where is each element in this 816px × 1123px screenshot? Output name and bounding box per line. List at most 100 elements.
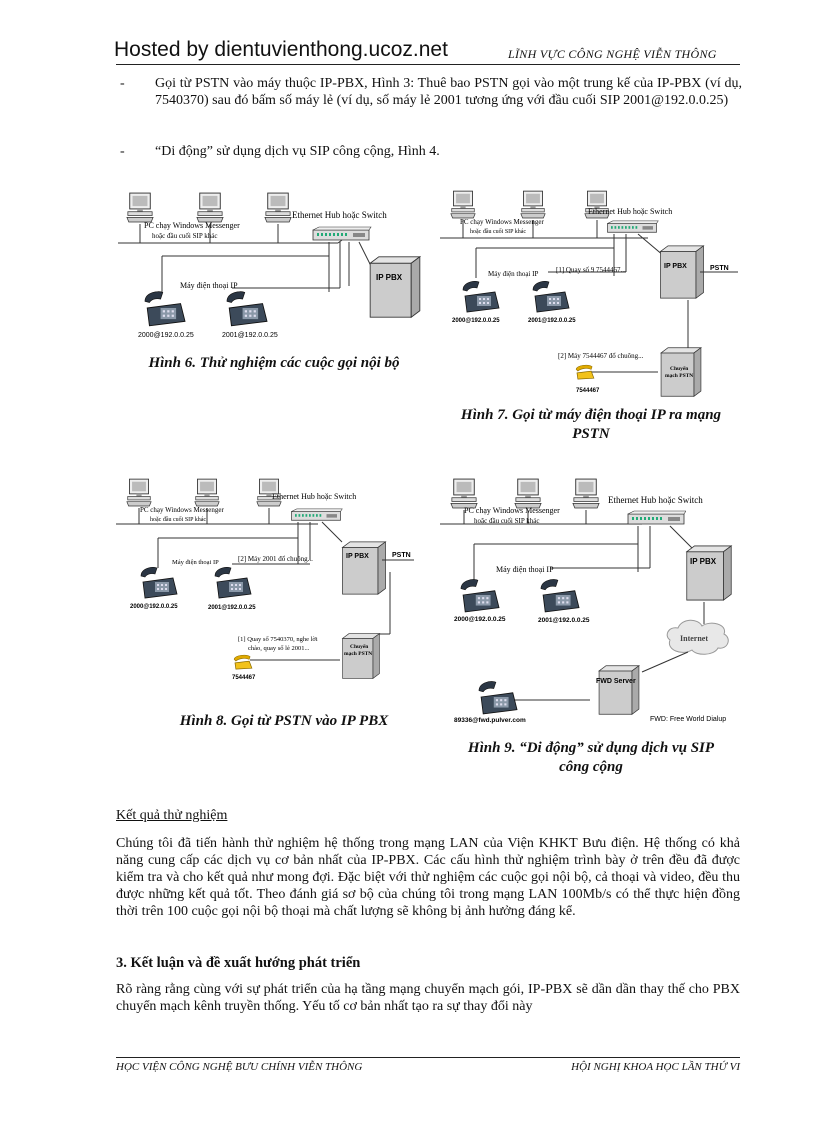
ext-label: 2000@192.0.0.25 [452, 318, 500, 324]
section-3-paragraph: Rõ ràng rằng cùng với sự phát triển của … [116, 982, 740, 1014]
ext-label: 2000@192.0.0.25 [454, 616, 506, 623]
results-heading: Kết quả thử nghiệm [116, 808, 228, 823]
ip-phone-icon [532, 280, 570, 313]
pstn-phone-icon [233, 654, 253, 670]
phone-label: Máy điện thoại IP [488, 270, 538, 278]
switch-label: Chuyển [670, 365, 688, 372]
switch-label: Chuyển [350, 643, 368, 650]
pc-sublabel: hoặc đầu cuối SIP khác [150, 516, 206, 523]
pstn-number-label: 7544467 [576, 388, 600, 394]
ip-phone-icon [226, 291, 268, 327]
pstn-label: PSTN [392, 552, 411, 559]
phone-label: Máy điện thoại IP [172, 559, 219, 566]
pc-icon [514, 478, 542, 509]
figure-9-diagram: PC chạy Windows Messenger hoặc đầu cuối … [440, 478, 732, 724]
ippbx-label: IP PBX [346, 553, 369, 560]
ext-label: 2001@192.0.0.25 [208, 605, 256, 611]
ip-phone-icon [462, 280, 500, 313]
pstn-label: PSTN [710, 265, 729, 272]
pstn-switch-icon [660, 347, 702, 397]
call-step-label: [2] Máy 2001 đổ chuông... [238, 555, 313, 563]
pc-icon [126, 478, 152, 507]
footer-right: HỘI NGHỊ KHOA HỌC LẦN THỨ VI [571, 1061, 740, 1073]
footer-left: HỌC VIỆN CÔNG NGHỆ BƯU CHÍNH VIỄN THÔNG [116, 1061, 363, 1073]
figure-8-caption: Hình 8. Gọi từ PSTN vào IP PBX [179, 713, 389, 729]
ippbx-server-icon [660, 245, 704, 299]
hub-icon [607, 220, 659, 233]
bullet-dash: - [120, 76, 125, 91]
fwd-server-label: FWD Server [596, 678, 636, 685]
ip-phone-icon [214, 566, 252, 599]
hub-label: Ethernet Hub hoặc Switch [608, 495, 703, 505]
switch-label: mạch PSTN [665, 373, 693, 379]
ext-label: 2001@192.0.0.25 [222, 332, 278, 339]
caption-line: PSTN [572, 426, 610, 442]
ext-label: 2000@192.0.0.25 [138, 332, 194, 339]
pc-sublabel: hoặc đầu cuối SIP khác [470, 228, 526, 235]
figure-6-diagram: PC chạy Windows Messenger hoặc đầu cuối … [118, 192, 421, 339]
hub-icon [291, 508, 343, 521]
hub-label: Ethernet Hub hoặc Switch [272, 492, 356, 501]
fwd-note: FWD: Free World Dialup [650, 716, 726, 723]
pc-sublabel: hoặc đầu cuối SIP khác [152, 232, 217, 240]
pc-icon [196, 192, 224, 223]
ext-label: 2001@192.0.0.25 [528, 318, 576, 324]
pstn-number-label: 7544467 [232, 675, 256, 681]
figure-7-diagram: PC chạy Windows Messenger hoặc đầu cuối … [440, 190, 738, 397]
caption-line: Hình 7. Gọi từ máy điện thoại IP ra mạng [460, 407, 722, 423]
pc-sublabel: hoặc đầu cuối SIP khác [474, 517, 539, 525]
footer-rule [116, 1057, 740, 1058]
header-site: Hosted by dientuvienthong.ucoz.net [114, 38, 448, 61]
bullet-text: “Di động” sử dụng dịch vụ SIP công cộng,… [155, 144, 440, 159]
bullet-item: - “Di động” sử dụng dịch vụ SIP công cộn… [120, 143, 742, 160]
ext-label: 2001@192.0.0.25 [538, 617, 590, 624]
fwd-user-label: 89336@fwd.pulver.com [454, 717, 526, 724]
header-rule [116, 64, 740, 65]
ip-phone-icon [140, 566, 178, 599]
figure-6-caption: Hình 6. Thử nghiệm các cuộc gọi nội bộ [148, 355, 400, 371]
phone-label: Máy điện thoại IP [180, 281, 238, 290]
bullet-text: Gọi từ PSTN vào máy thuộc IP-PBX, Hình 3… [155, 76, 742, 108]
caption-line: công cộng [559, 759, 623, 775]
call-step-label: chào, quay số lẻ 2001... [248, 645, 310, 652]
hub-label: Ethernet Hub hoặc Switch [588, 207, 672, 216]
ippbx-server-icon [342, 541, 386, 595]
section-3-heading: 3. Kết luận và đề xuất hướng phát triển [116, 955, 361, 971]
hub-icon [312, 226, 372, 241]
call-step-label: [2] Máy 7544467 đổ chuông... [558, 352, 644, 360]
ip-phone-icon [144, 291, 186, 327]
ippbx-label: IP PBX [376, 273, 403, 282]
hub-icon [627, 510, 686, 525]
internet-label: Internet [680, 634, 708, 643]
pc-icon [520, 190, 546, 219]
bullet-item: - Gọi từ PSTN vào máy thuộc IP-PBX, Hình… [120, 75, 742, 109]
fwd-server-icon [598, 665, 640, 715]
call-step-label: [1] Quay số 7540370, nghe lời [238, 636, 318, 643]
pc-label: PC chạy Windows Messenger [460, 218, 544, 226]
phone-label: Máy điện thoại IP [496, 565, 554, 574]
call-step-label: [1] Quay số 9 7544467... [556, 266, 626, 274]
caption-line: Hình 9. “Di động” sử dụng dịch vụ SIP [467, 740, 715, 756]
ippbx-server-icon [686, 545, 732, 601]
results-paragraph: Chúng tôi đã tiến hành thử nghiệm hệ thố… [116, 836, 740, 919]
pc-icon [450, 190, 476, 219]
pc-icon [126, 192, 154, 223]
ippbx-label: IP PBX [690, 557, 717, 566]
pc-icon [194, 478, 220, 507]
internet-cloud-icon [666, 619, 729, 655]
switch-label: mạch PSTN [344, 651, 372, 657]
ip-phone-icon [460, 578, 500, 613]
pc-icon [572, 478, 600, 509]
bullet-dash: - [120, 144, 125, 159]
ippbx-label: IP PBX [664, 263, 687, 270]
ip-phone-icon [478, 680, 518, 715]
figure-9-caption: Hình 9. “Di động” sử dụng dịch vụ SIP cô… [438, 739, 744, 777]
figure-8-diagram: PC chạy Windows Messenger hoặc đầu cuối … [116, 478, 414, 681]
figure-7-caption: Hình 7. Gọi từ máy điện thoại IP ra mạng… [438, 406, 744, 444]
ip-phone-icon [540, 578, 580, 613]
pc-label: PC chạy Windows Messenger [144, 221, 240, 230]
pc-icon [264, 192, 292, 223]
ext-label: 2000@192.0.0.25 [130, 604, 178, 610]
header-section: LĨNH VỰC CÔNG NGHỆ VIỄN THÔNG [508, 47, 717, 61]
pc-label: PC chạy Windows Messenger [140, 506, 224, 514]
